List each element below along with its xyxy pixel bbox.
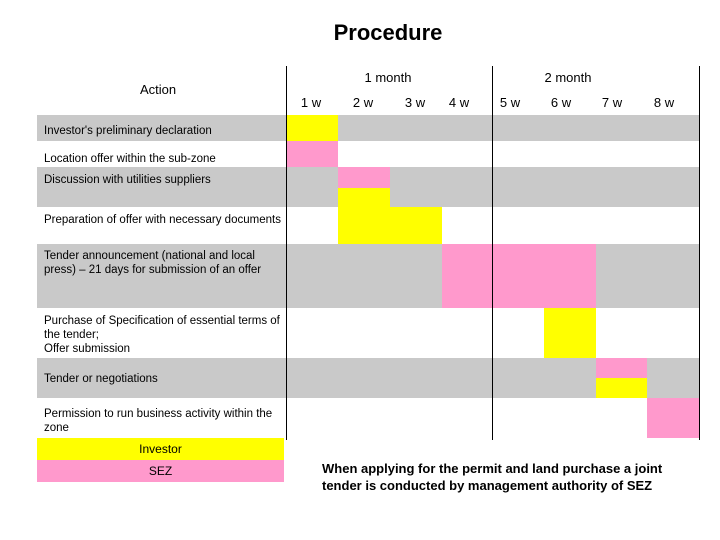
activity-label: Discussion with utilities suppliers [44,174,211,186]
week-3-header: 3 w [404,95,426,110]
divider-month [492,66,493,440]
gantt-bar-investor [286,115,338,141]
activity-label: Tender or negotiations [44,373,158,385]
week-1-header: 1 w [300,95,322,110]
week-7-header: 7 w [601,95,623,110]
gantt-bar-investor [338,207,442,244]
divider-end [699,66,700,440]
gantt-bar-sez [442,244,596,308]
activity-label: Permission to run business activity with… [44,408,273,434]
gantt-bar-sez [338,167,390,188]
gantt-bar-investor [338,188,390,207]
activity-row [37,358,700,398]
action-column-header: Action [140,82,177,97]
divider-start [286,66,287,440]
gantt-bar-sez [596,358,647,378]
activity-row [37,115,700,141]
legend-investor: Investor [37,438,284,460]
activity-label: Location offer within the sub-zone [44,153,216,165]
month-2-header: 2 month [544,70,592,85]
activity-label: Tender announcement (national and local … [44,250,262,276]
week-4-header: 4 w [448,95,470,110]
activity-label: Preparation of offer with necessary docu… [44,214,281,226]
gantt-bar-sez [286,141,338,167]
gantt-bar-investor [596,378,647,398]
gantt-bar-investor [544,308,596,358]
activity-label: Purchase of Specification of essential t… [44,315,280,355]
week-5-header: 5 w [499,95,521,110]
week-2-header: 2 w [352,95,374,110]
week-8-header: 8 w [653,95,675,110]
gantt-bar-sez [647,398,699,438]
page-title: Procedure [333,20,443,45]
month-1-header: 1 month [364,70,412,85]
activity-label: Investor's preliminary declaration [44,125,212,137]
footnote: When applying for the permit and land pu… [322,461,663,493]
week-6-header: 6 w [550,95,572,110]
legend-sez: SEZ [37,460,284,482]
